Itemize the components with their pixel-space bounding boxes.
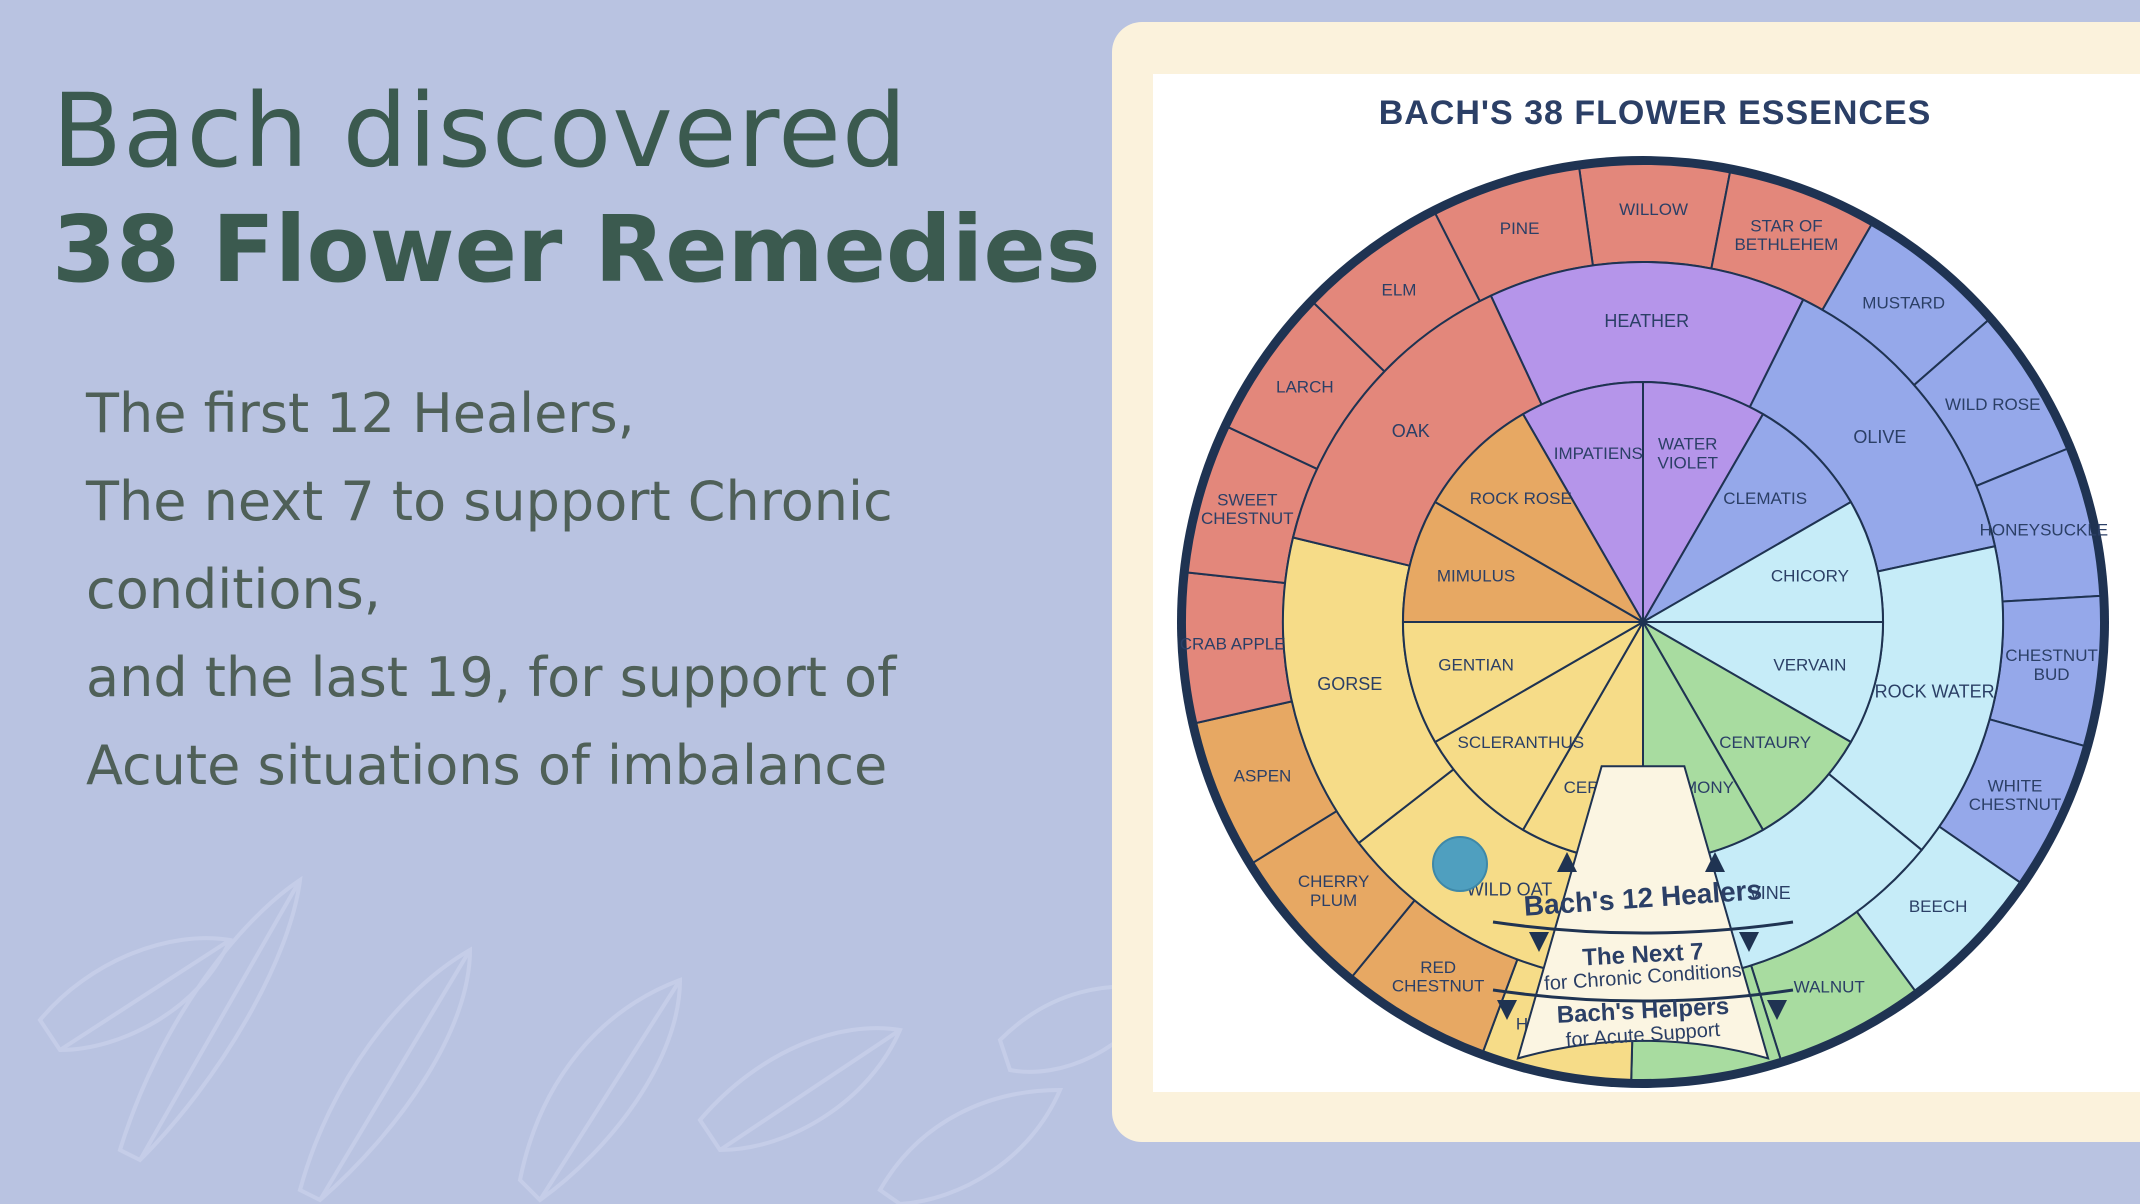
inner-segment-mimulus xyxy=(1401,500,1647,623)
arrow-down-far-right-icon xyxy=(1767,1000,1787,1020)
inner-segment-clematis xyxy=(1640,412,1853,625)
title-line-1: Bach discovered xyxy=(52,72,908,191)
body-text: The first 12 Healers, The next 7 to supp… xyxy=(86,370,1086,810)
inner-segment-chicory xyxy=(1639,500,1885,623)
inner-segment-vervain xyxy=(1639,621,1885,744)
inner-segment-centaury xyxy=(1640,619,1853,832)
body-line-4: and the last 19, for support of xyxy=(86,646,897,709)
outer-label-wild-rose: WILD ROSE xyxy=(1945,396,2040,415)
diagram-title: BACH'S 38 FLOWER ESSENCES xyxy=(1379,94,1932,132)
inner-label-impatiens: IMPATIENS xyxy=(1554,445,1643,464)
title-line-2: 38 Flower Remedies xyxy=(52,196,1101,303)
inner-label-chicory: CHICORY xyxy=(1771,567,1849,586)
outer-label-beech: BEECH xyxy=(1909,898,1968,917)
arrow-up-right-icon xyxy=(1705,852,1725,872)
body-line-3: conditions, xyxy=(86,558,381,621)
middle-label-heather: HEATHER xyxy=(1604,311,1689,331)
inner-label-mimulus: MIMULUS xyxy=(1437,567,1515,586)
outer-label-aspen: ASPEN xyxy=(1234,767,1292,786)
middle-label-wild-oat: WILD OAT xyxy=(1467,879,1553,899)
outer-label-honeysuckle: HONEYSUCKLE xyxy=(1980,521,2108,540)
middle-label-gorse: GORSE xyxy=(1317,674,1382,694)
outer-label-mustard: MUSTARD xyxy=(1862,294,1945,313)
inner-segment-water-violet xyxy=(1642,380,1765,626)
inner-segment-rock-rose xyxy=(1433,412,1646,625)
banner-divider xyxy=(1492,920,1794,935)
body-line-2: The next 7 to support Chronic xyxy=(86,470,893,533)
outer-label-crab-apple: CRAB APPLE xyxy=(1180,635,1286,654)
inner-label-vervain: VERVAIN xyxy=(1773,656,1846,675)
outer-label-larch: LARCH xyxy=(1276,378,1334,397)
arrow-down-far-left-icon xyxy=(1497,1000,1517,1020)
middle-label-vine: VINE xyxy=(1749,883,1791,903)
pointer-dot xyxy=(1432,836,1488,892)
banner-next7-title: The Next 7 xyxy=(1582,938,1705,971)
body-line-5: Acute situations of imbalance xyxy=(86,734,888,797)
arrow-up-left-icon xyxy=(1557,852,1577,872)
arrow-down-left-icon xyxy=(1529,932,1549,952)
outer-label-elm: ELM xyxy=(1381,281,1416,300)
inner-segment-impatiens xyxy=(1521,380,1644,626)
inner-segment-gentian xyxy=(1401,621,1647,744)
outer-label-walnut: WALNUT xyxy=(1794,978,1865,997)
banner-wedge xyxy=(1516,765,1770,1060)
middle-label-oak: OAK xyxy=(1392,421,1430,441)
inner-label-clematis: CLEMATIS xyxy=(1723,489,1807,508)
inner-label-gentian: GENTIAN xyxy=(1438,656,1514,675)
inner-label-scleranthus: SCLERANTHUS xyxy=(1458,734,1585,753)
inner-label-centaury: CENTAURY xyxy=(1719,734,1811,753)
outer-label-willow: WILLOW xyxy=(1619,201,1688,220)
middle-label-olive: OLIVE xyxy=(1853,427,1906,447)
outer-label-pine: PINE xyxy=(1500,219,1540,238)
inner-label-rock-rose: ROCK ROSE xyxy=(1470,489,1572,508)
middle-label-rock-water: ROCK WATER xyxy=(1875,681,1995,701)
inner-segment-scleranthus xyxy=(1433,619,1646,832)
banner-divider xyxy=(1492,988,1794,1003)
body-line-1: The first 12 Healers, xyxy=(86,382,635,445)
arrow-down-right-icon xyxy=(1739,932,1759,952)
